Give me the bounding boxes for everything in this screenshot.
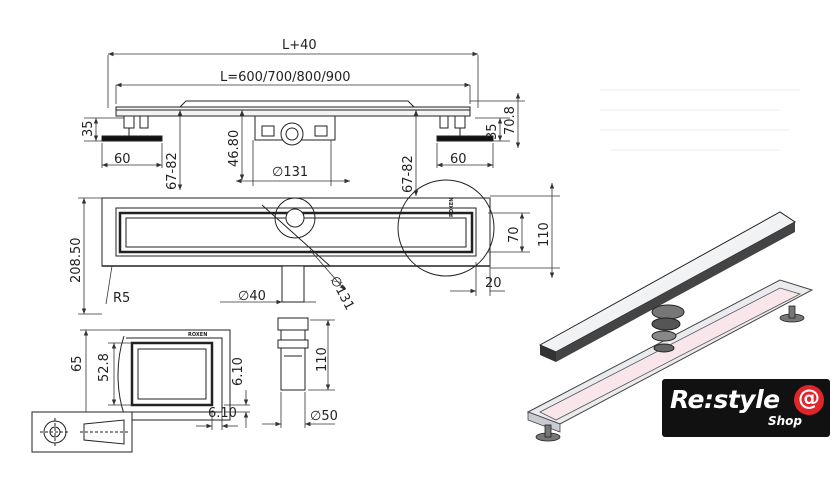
projection-symbol — [31, 411, 133, 453]
plan-brand-mark: ROXEN — [449, 198, 455, 217]
label-total-height: 70.8 — [503, 106, 518, 135]
plan-outlet-stub — [281, 265, 305, 303]
label-foot-width-right: 60 — [450, 152, 467, 167]
logo-main-text: Re:style — [670, 385, 780, 414]
label-detail-inner-height: 52.8 — [97, 353, 112, 382]
elevation-dimensions — [84, 51, 525, 196]
label-radius: R5 — [113, 291, 130, 306]
render-trap — [651, 304, 685, 353]
label-pipe-length: 110 — [315, 347, 330, 372]
label-foot-height-right: 35 — [485, 123, 500, 140]
background-watermark — [600, 89, 800, 151]
label-adjust-right: 67-82 — [401, 155, 416, 193]
detail-outer — [120, 329, 231, 421]
detail-brand-mark: ROXEN — [188, 332, 207, 338]
label-outer-width: 110 — [537, 222, 552, 247]
label-outlet-diameter: ∅40 — [238, 289, 266, 304]
plan-dimensions — [78, 183, 560, 315]
pipe-dimensions — [262, 319, 335, 428]
label-trap-diameter: ∅131 — [272, 165, 308, 180]
label-edge: 20 — [485, 276, 502, 291]
shop-logo: Re:style @ Shop — [662, 379, 830, 437]
label-overall-length: L+40 — [282, 38, 317, 53]
logo-sub-text: Shop — [768, 414, 803, 428]
label-foot-width-left: 60 — [114, 152, 131, 167]
label-detail-height: 65 — [70, 355, 85, 372]
render-feet — [535, 305, 805, 442]
outlet-body — [254, 115, 336, 146]
right-foot — [436, 115, 494, 142]
label-detail-edge-horizontal: 6.10 — [208, 406, 237, 421]
channel-flange — [179, 100, 415, 108]
channel-body — [115, 106, 471, 117]
label-plan-trap-diameter: ∅131 — [326, 274, 356, 313]
label-lengths: L=600/700/800/900 — [220, 70, 351, 85]
plan-trap-circle — [274, 197, 316, 239]
label-outlet-height: 46.80 — [227, 130, 242, 167]
left-foot — [101, 115, 163, 142]
label-detail-edge-vertical: 6.10 — [231, 357, 246, 386]
plan-view — [101, 179, 495, 303]
plan-inner-frame — [115, 207, 477, 257]
detail-view — [117, 329, 231, 421]
label-plan-width: 208.50 — [69, 238, 84, 284]
label-adjust-left: 67-82 — [165, 152, 180, 190]
pipe-view — [277, 317, 309, 391]
elevation-view — [101, 100, 494, 146]
label-pipe-diameter: ∅50 — [310, 409, 338, 424]
logo-at-icon: @ — [794, 385, 824, 415]
detail-callout-circle — [397, 179, 495, 277]
product-render — [526, 211, 814, 442]
label-foot-height-left: 35 — [81, 120, 96, 137]
label-inner-width: 70 — [507, 226, 522, 243]
